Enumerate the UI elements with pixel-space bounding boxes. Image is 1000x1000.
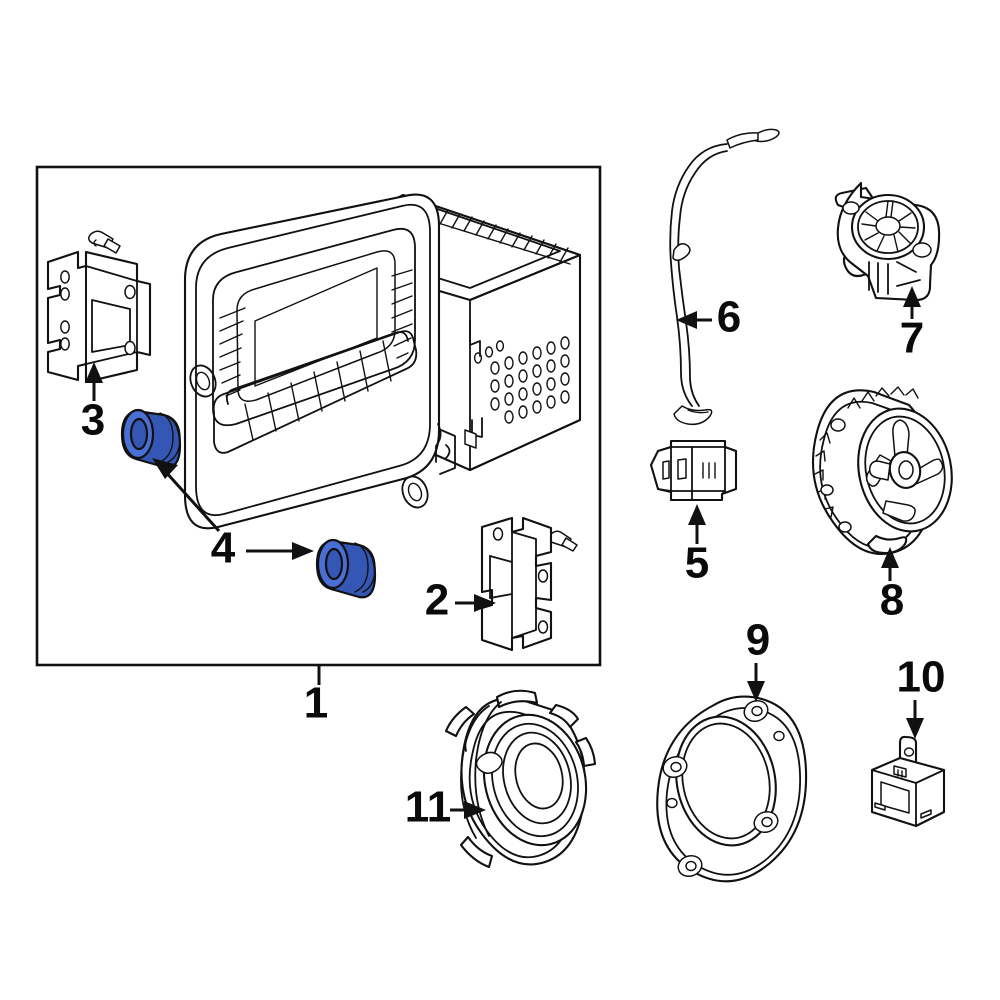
bracket-screw-left	[88, 230, 121, 254]
callout-label-8[interactable]: 8	[880, 576, 904, 625]
speaker-mounting-gasket	[656, 695, 808, 883]
callout-leader-5	[688, 504, 706, 544]
front-door-speaker	[811, 386, 953, 556]
callout-label-5[interactable]: 5	[685, 539, 709, 588]
callout-leader-9	[747, 663, 765, 702]
callout-leader-2	[455, 594, 496, 612]
callout-label-1[interactable]: 1	[304, 679, 328, 728]
chassis-vent-holes	[473, 336, 570, 424]
rear-door-speaker	[444, 689, 597, 869]
control-knob-upper	[120, 408, 182, 469]
callout-leader-3	[85, 362, 103, 401]
callout-leader-11	[450, 801, 486, 819]
radio-head-unit-assembly	[183, 193, 582, 530]
tweeter-dome-spokes	[861, 200, 916, 253]
audio-switch	[649, 439, 738, 502]
mounting-bracket-right	[480, 516, 578, 652]
callout-label-2[interactable]: 2	[425, 576, 449, 625]
callout-leader-8	[881, 547, 899, 581]
bezel-right-hatching	[391, 269, 413, 359]
callout-label-3[interactable]: 3	[81, 396, 105, 445]
callout-label-4[interactable]: 4	[211, 524, 236, 573]
mounting-bracket-left	[46, 230, 152, 384]
amplifier-module	[870, 735, 946, 828]
tweeter-speaker	[834, 181, 941, 302]
speaker-rim-serrations	[814, 386, 919, 518]
callout-leader-7	[903, 286, 921, 319]
head-unit-button-row	[212, 330, 418, 454]
callout-leader-10	[906, 700, 924, 739]
callout-label-7[interactable]: 7	[900, 314, 924, 363]
callout-label-6[interactable]: 6	[717, 293, 741, 342]
callout-label-11[interactable]: 11	[405, 783, 452, 832]
callout-label-10[interactable]: 10	[897, 653, 946, 702]
antenna-feeder-cable	[669, 128, 780, 426]
callout-leader-4	[152, 458, 314, 560]
callout-label-9[interactable]: 9	[746, 616, 770, 665]
bezel-left-hatching	[219, 307, 246, 397]
control-knob-lower	[315, 538, 377, 599]
callout-leader-6	[676, 311, 712, 329]
